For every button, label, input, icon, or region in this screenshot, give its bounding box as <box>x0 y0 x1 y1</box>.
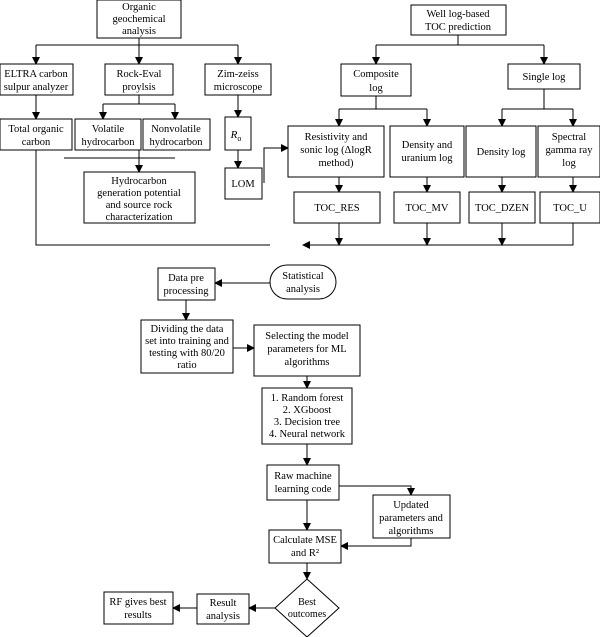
box-lom: LOM <box>224 167 263 200</box>
box-density-log: Density log <box>465 125 537 178</box>
svg-text:Density log: Density log <box>477 147 526 158</box>
svg-text:Ro: Ro <box>230 129 242 143</box>
svg-text:LOM: LOM <box>231 179 255 190</box>
box-single-log: Single log <box>507 63 581 90</box>
box-toc-u: TOC_U <box>539 191 600 224</box>
box-toc-mv: TOC_MV <box>393 191 461 224</box>
svg-text:TOC_RES: TOC_RES <box>314 203 359 214</box>
svg-text:Single log: Single log <box>523 72 567 83</box>
box-ro: Ro <box>224 116 252 151</box>
svg-text:TOC_U: TOC_U <box>553 203 587 214</box>
box-toc-dzen: TOC_DZEN <box>468 191 536 224</box>
connectors <box>32 35 577 612</box>
svg-text:TOC_DZEN: TOC_DZEN <box>475 203 529 214</box>
box-toc-res: TOC_RES <box>293 191 381 224</box>
svg-text:TOC_MV: TOC_MV <box>406 203 449 214</box>
